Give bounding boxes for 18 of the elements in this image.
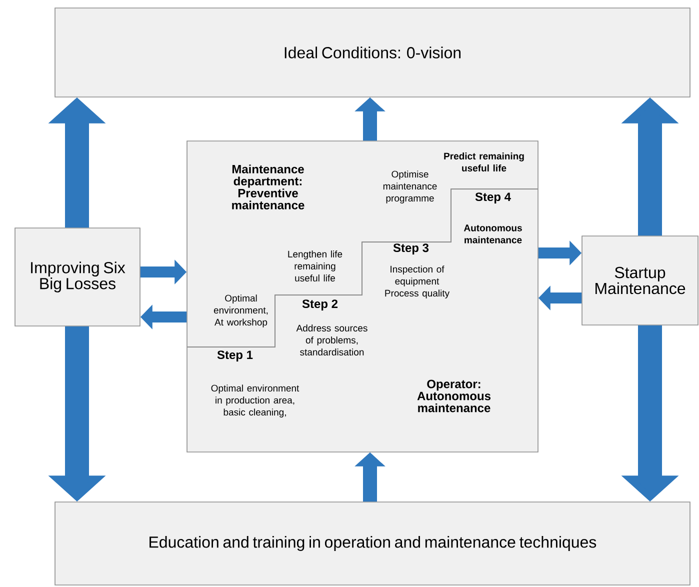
- side-box: Startup Maintenance: [582, 236, 698, 326]
- heading: Maintenance department: Preventive maintenance: [232, 164, 304, 210]
- note-text: Lengthen life remaining useful life: [288, 250, 342, 282]
- note-text: Address sources of problems, standardisation: [296, 324, 368, 356]
- note-text: Optimal environment, At workshop: [214, 294, 268, 328]
- step-label: Step 2: [302, 300, 338, 310]
- goal-box: Ideal Conditions: 0-vision: [54, 8, 690, 98]
- note-text: Optimise maintenance programme: [383, 170, 437, 204]
- note-text: Autonomous maintenance: [464, 224, 522, 244]
- foundation-box: Education and training in operation and maintenance techniques: [54, 502, 690, 586]
- step-label: Step 1: [217, 350, 253, 362]
- step-label: Step 3: [393, 244, 429, 254]
- heading: Operator: Autonomous maintenance: [417, 380, 490, 412]
- note-text: Inspection of equipment Process quality: [385, 266, 450, 298]
- note-text: Optimal environment in production area, basic cleaning,: [211, 384, 300, 418]
- side-box: Improving Six Big Losses: [14, 228, 140, 326]
- step-label: Step 4: [475, 192, 511, 204]
- note-text: Predict remaining useful life: [444, 152, 524, 172]
